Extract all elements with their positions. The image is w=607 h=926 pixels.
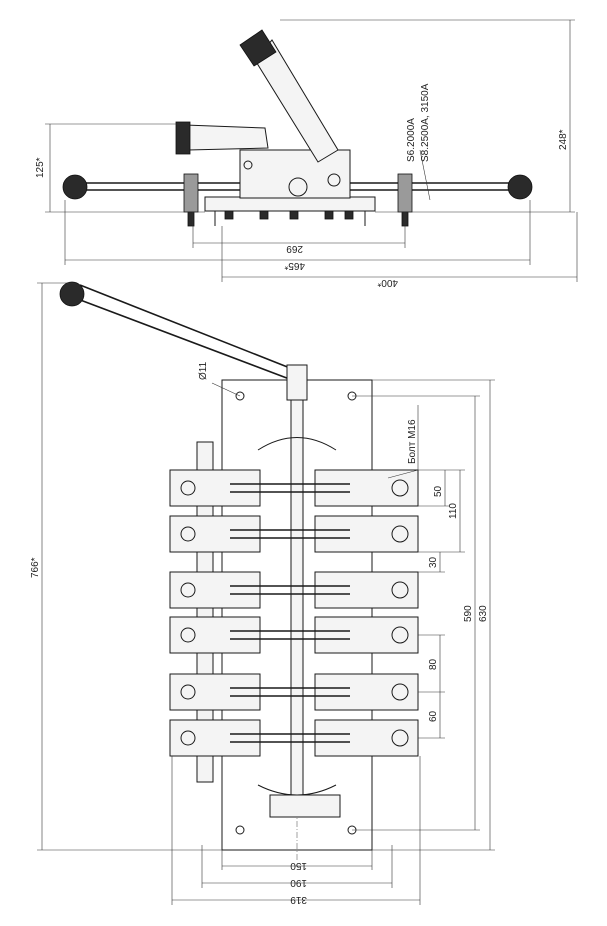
- dim-80: 80: [428, 658, 439, 670]
- pole-group: [169, 469, 419, 757]
- dim-50: 50: [433, 485, 444, 497]
- dim-766: 766*: [30, 557, 41, 578]
- dim-190: 190: [290, 877, 307, 888]
- dim-hole: Ø11: [198, 361, 209, 380]
- dim-400: 400*: [377, 277, 398, 288]
- dim-110: 110: [448, 503, 459, 519]
- label-bolt: Болт М16: [407, 419, 418, 464]
- dim-319: 319: [290, 894, 307, 905]
- dim-150: 150: [290, 860, 307, 871]
- dim-125: 125*: [35, 157, 46, 178]
- side-view: 125* 248* 269 465* 400* S6.2000A S8.2500…: [35, 19, 578, 288]
- dim-590: 590: [463, 605, 474, 622]
- dim-248: 248*: [558, 129, 569, 150]
- dim-30: 30: [428, 556, 439, 568]
- dim-465: 465*: [284, 260, 305, 271]
- plan-view: 766* Ø11 Болт М16 50 110 30 590 630 80 6…: [30, 281, 495, 905]
- label-s8: S8.2500A, 3150A: [420, 83, 431, 162]
- base-bolts: [224, 210, 354, 220]
- dim-630: 630: [478, 605, 489, 622]
- dim-60: 60: [428, 710, 439, 722]
- dim-269: 269: [286, 243, 303, 254]
- label-s6: S6.2000A: [406, 118, 417, 162]
